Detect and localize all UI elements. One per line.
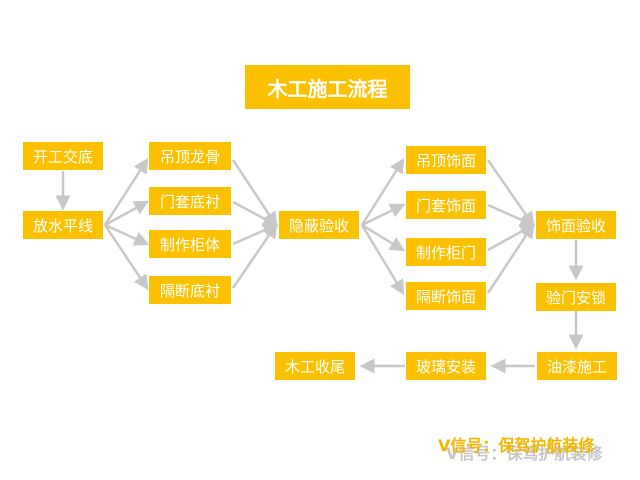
arrow-level-to-doorbase <box>104 200 150 227</box>
arrow-partitionfinish-to-inspection <box>486 222 535 294</box>
node-concealed-inspection: 隐蔽验收 <box>279 211 359 239</box>
node-ceiling-finish: 吊顶饰面 <box>406 146 486 174</box>
node-cabinet-door: 制作柜门 <box>406 238 486 266</box>
arrow-level-to-partition <box>103 224 149 291</box>
arrow-concealed-to-cabinetdoor <box>361 223 406 252</box>
node-finish-inspection: 饰面验收 <box>536 211 616 239</box>
watermark-primary: V信号：保驾护航装修 <box>438 436 595 455</box>
arrow-level-to-cabinet <box>104 223 150 246</box>
node-level-line: 放水平线 <box>23 211 103 239</box>
node-door-frame-base: 门套底衬 <box>149 187 231 215</box>
arrow-partition-to-concealed <box>231 222 278 289</box>
node-paint-work: 油漆施工 <box>537 352 617 380</box>
watermark-secondary: V信号：保驾护航装修 <box>446 444 603 463</box>
arrow-doorfinish-to-inspection <box>487 203 536 227</box>
arrow-concealed-to-ceilingfinish <box>360 157 405 226</box>
page-title: 木工施工流程 <box>245 65 410 109</box>
arrow-cabinetdoor-to-inspection <box>487 223 536 252</box>
node-start-handover: 开工交底 <box>23 142 103 170</box>
arrow-concealed-to-partitionfinish <box>360 224 405 296</box>
arrow-keel-to-concealed <box>231 159 278 228</box>
arrow-concealed-to-doorfinish <box>361 203 406 227</box>
node-door-frame-finish: 门套饰面 <box>406 191 486 219</box>
node-door-lock-install: 验门安锁 <box>536 283 616 311</box>
node-cabinet-body: 制作柜体 <box>149 230 231 258</box>
arrow-level-to-keel <box>103 157 149 226</box>
node-partition-finish: 隔断饰面 <box>406 282 486 310</box>
node-partition-base: 隔断底衬 <box>149 276 231 304</box>
node-glass-install: 玻璃安装 <box>406 352 486 380</box>
node-carpentry-close: 木工收尾 <box>275 352 355 380</box>
arrow-doorbase-to-concealed <box>232 200 279 227</box>
node-ceiling-keel: 吊顶龙骨 <box>149 142 231 170</box>
